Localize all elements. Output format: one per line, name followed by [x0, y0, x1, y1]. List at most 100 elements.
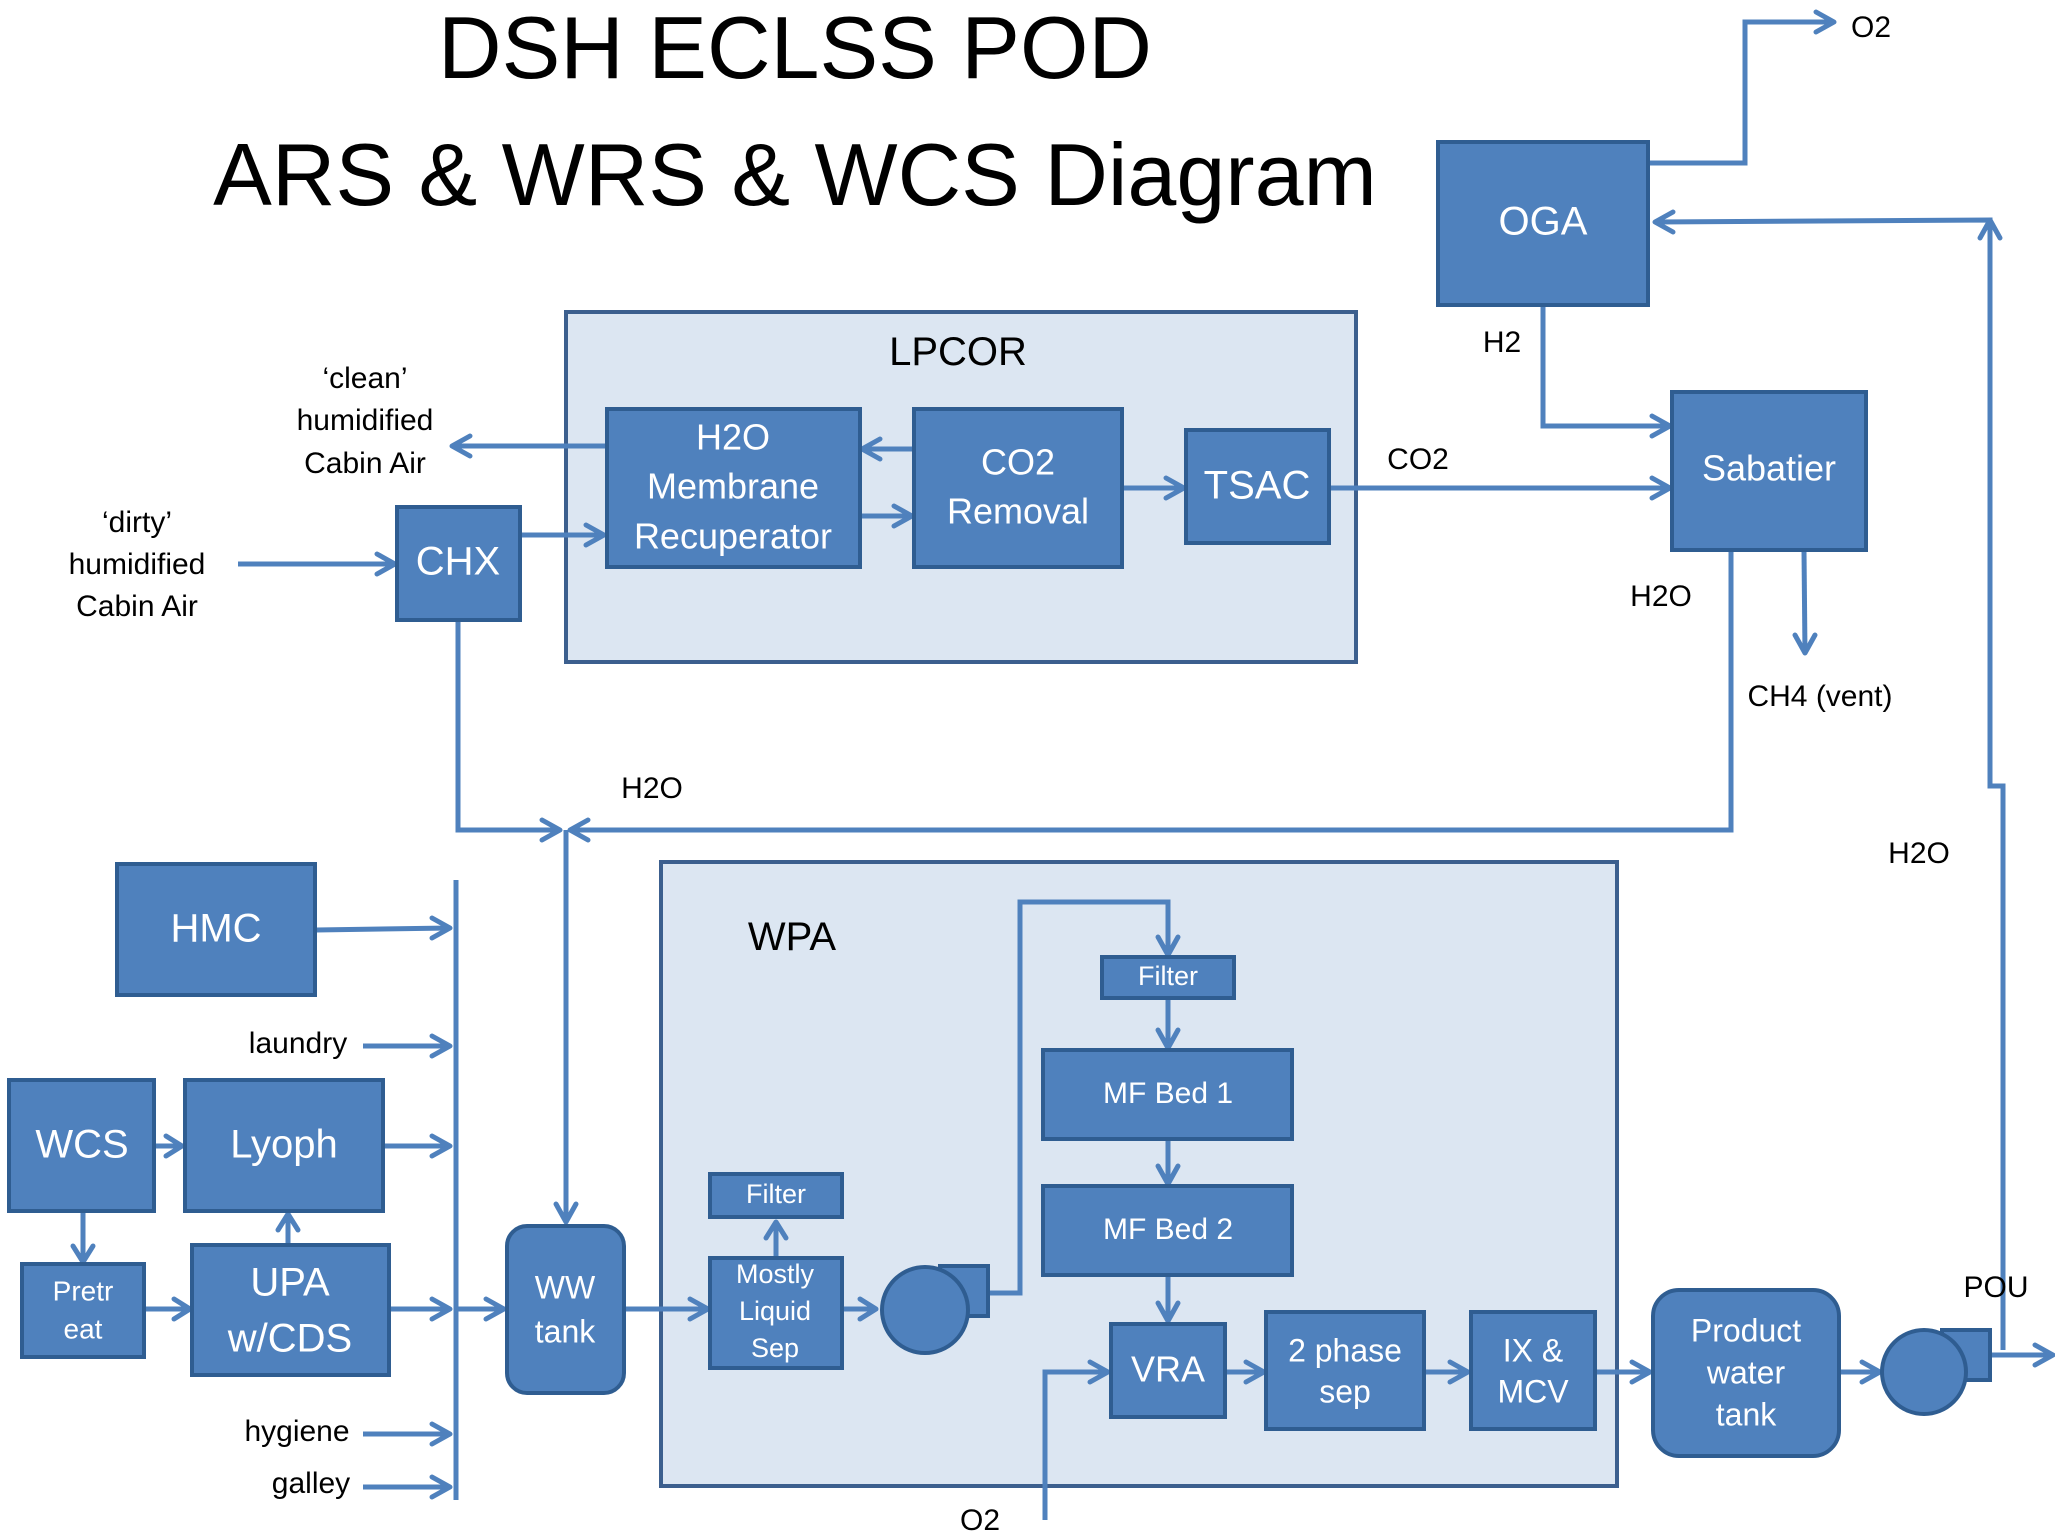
wcs-box [7, 1078, 156, 1213]
mf-bed-1-label: MF Bed 1 [1103, 1077, 1233, 1110]
hmc-box [115, 862, 317, 997]
h2o-sabatier-line [570, 551, 1734, 833]
arrow-head [1447, 1359, 1471, 1385]
arrow-head [553, 1201, 579, 1225]
arrow-head [567, 817, 591, 843]
pretreat-label-1: Pretr [53, 1275, 114, 1306]
o2-bottom-label: O2 [960, 1504, 1000, 1536]
product-water-tank-label-1: Product [1691, 1312, 1801, 1348]
sabatier-label: Sabatier [1702, 448, 1836, 489]
ix-mcv-label-2: MCV [1497, 1373, 1569, 1409]
laundry-label: laundry [249, 1027, 347, 1060]
product-pump-icon [1880, 1328, 1992, 1416]
mostly-liquid-sep-label-1: Mostly [736, 1259, 815, 1289]
arrow-head [1155, 1300, 1181, 1324]
wpa-label: WPA [748, 915, 836, 959]
h2-label: H2 [1483, 326, 1521, 359]
arrow-head [1652, 209, 1676, 235]
filter-top-label: Filter [1138, 961, 1198, 991]
diagram-title-line2: ARS & WRS & WCS Diagram [213, 125, 1377, 224]
chx-box [395, 505, 522, 622]
arrow-head [583, 522, 607, 548]
chx-label: CHX [416, 540, 500, 584]
two-phase-sep-box [1264, 1310, 1426, 1431]
h2o-return-label: H2O [1888, 837, 1950, 870]
lpcor-label: LPCOR [889, 330, 1027, 374]
ww-tank-label-2: tank [535, 1313, 596, 1349]
clean-air-label-1: ‘clean’ [322, 362, 407, 395]
arrow-head [429, 1421, 453, 1447]
filter-top-box [1100, 955, 1236, 1000]
pou-label: POU [1963, 1271, 2028, 1304]
wpa-pump-icon [880, 1264, 990, 1355]
pretreat-label-2: eat [64, 1313, 103, 1344]
arrow-head [539, 817, 563, 843]
h2-line [1540, 307, 1670, 429]
oga-box [1436, 140, 1650, 307]
h2o-collect-label: H2O [621, 772, 683, 805]
ix-mcv-box [1469, 1310, 1597, 1431]
hmc-bus-line [315, 925, 451, 933]
arrow-head [2032, 1342, 2055, 1368]
oga-o2-line [1650, 19, 1832, 166]
hmc-label: HMC [170, 907, 261, 951]
upa-label-2: w/CDS [227, 1317, 352, 1361]
mf-bed-2-label: MF Bed 2 [1103, 1213, 1233, 1246]
vra-label: VRA [1131, 1349, 1205, 1390]
arrow-head [163, 1133, 185, 1159]
arrow-head [1087, 1359, 1111, 1385]
h2o-to-oga-line [1654, 217, 2006, 1350]
wcs-label: WCS [35, 1123, 128, 1167]
mostly-liquid-sep-box [708, 1256, 844, 1370]
dirty-air-label-3: Cabin Air [76, 590, 198, 623]
mostly-liquid-sep-label-3: Sep [751, 1333, 799, 1363]
o2-vra-line [1042, 1369, 1108, 1520]
arrow-head [1629, 1359, 1653, 1385]
arrow-head [1792, 632, 1818, 656]
h2o-membrane-box [605, 407, 862, 569]
arrow-head [429, 1033, 453, 1059]
ix-mcv-label-1: IX & [1503, 1332, 1563, 1368]
arrow-head [1977, 217, 2003, 241]
upa-label-1: UPA [250, 1261, 330, 1305]
co2-label: CO2 [1387, 443, 1449, 476]
galley-label: galley [272, 1467, 350, 1500]
co2-removal-box [912, 407, 1124, 569]
tsac-box [1184, 428, 1331, 545]
lyoph-label: Lyoph [230, 1123, 338, 1167]
arrow-head [429, 1474, 453, 1500]
arrow-head [449, 433, 473, 459]
two-phase-sep-label-1: 2 phase [1288, 1332, 1402, 1368]
arrow-head [763, 1219, 789, 1241]
product-water-tank-box [1651, 1288, 1841, 1458]
upa-box [190, 1243, 391, 1377]
arrow-head [857, 1296, 879, 1322]
dirty-air-label-1: ‘dirty’ [102, 506, 172, 539]
tsac-label: TSAC [1204, 464, 1311, 508]
mf-bed-1-box [1041, 1048, 1294, 1141]
arrow-head [1813, 9, 1837, 35]
diagram-title-line1: DSH ECLSS POD [438, 0, 1152, 97]
product-water-tank-label-2: water [1706, 1354, 1786, 1390]
clean-air-label-3: Cabin Air [304, 447, 426, 480]
two-phase-sep-label-2: sep [1319, 1373, 1371, 1409]
ww-tank-label-1: WW [535, 1269, 596, 1305]
filter-small-box [708, 1172, 844, 1219]
product-water-tank-label-3: tank [1716, 1396, 1777, 1432]
mostly-liquid-sep-label-2: Liquid [739, 1296, 811, 1326]
ch4-vent-label: CH4 (vent) [1747, 680, 1892, 713]
filter-small-label: Filter [746, 1179, 806, 1209]
clean-air-label-2: humidified [297, 404, 434, 437]
h2o-sabatier-label: H2O [1630, 580, 1692, 613]
oga-label: OGA [1499, 200, 1588, 244]
arrow-head [429, 1296, 453, 1322]
pump-filter-line [990, 899, 1171, 1296]
co2-removal-label-1: CO2 [981, 442, 1055, 483]
arrow-head [483, 1296, 507, 1322]
h2o-membrane-label-1: H2O [696, 417, 770, 458]
arrow-head [429, 915, 453, 941]
o2-top-label: O2 [1851, 11, 1891, 44]
co2-removal-label-2: Removal [947, 491, 1089, 532]
ch4-vent-line [1801, 550, 1808, 654]
